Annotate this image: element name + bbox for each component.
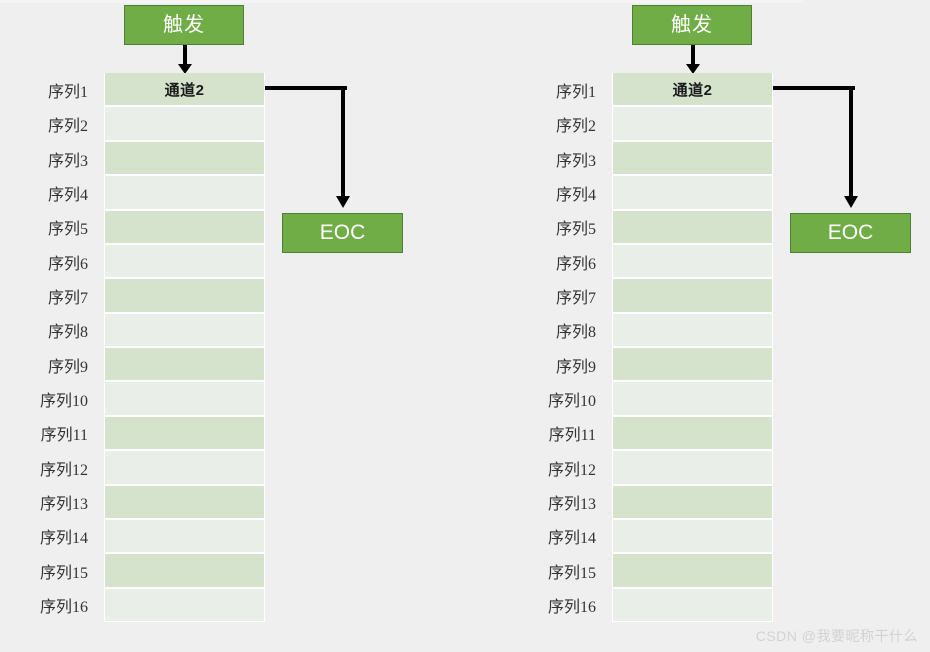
table-row <box>105 416 264 450</box>
table-row: 通道2 <box>613 73 772 106</box>
table-row <box>613 382 772 415</box>
table-row <box>105 176 264 209</box>
sequence-label: 序列8 <box>555 324 596 342</box>
sequence-label: 序列13 <box>39 495 88 513</box>
trigger-box[interactable]: 触发 <box>124 5 244 45</box>
table-row <box>105 451 264 484</box>
sequence-label: 序列7 <box>555 290 596 308</box>
trigger-box[interactable]: 触发 <box>632 5 752 45</box>
table-row <box>613 107 772 140</box>
table-row <box>105 210 264 243</box>
table-row <box>105 382 264 415</box>
adc-sequence-panel-right: 触发 序列1 序列2 序列3 序列4 序列5 序列6 序列7 序列8 序列9 序… <box>508 0 930 652</box>
table-row <box>613 176 772 209</box>
table-row <box>613 141 772 175</box>
sequence-label: 序列2 <box>555 118 596 136</box>
sequence-label: 序列1 <box>555 84 596 102</box>
sequence-label: 序列11 <box>548 427 596 445</box>
table-row <box>105 244 264 278</box>
sequence-label: 序列3 <box>47 152 88 170</box>
sequence-label: 序列12 <box>39 461 88 479</box>
top-edge-band <box>0 0 804 3</box>
table-row <box>105 519 264 553</box>
channel-to-eoc-connector-vertical <box>341 86 345 198</box>
table-row <box>613 279 772 312</box>
sequence-label: 序列7 <box>47 290 88 308</box>
table-row <box>105 279 264 312</box>
table-row <box>105 554 264 587</box>
sequence-label: 序列4 <box>555 187 596 205</box>
channel-to-eoc-connector-vertical <box>849 86 853 198</box>
channel-to-eoc-arrow-head-icon <box>844 196 858 208</box>
sequence-label: 序列5 <box>555 221 596 239</box>
sequence-label: 序列14 <box>547 530 596 548</box>
table-row <box>613 554 772 587</box>
eoc-box[interactable]: EOC <box>790 213 911 253</box>
table-row <box>105 348 264 381</box>
table-row <box>613 348 772 381</box>
trigger-to-channel-arrow-stem <box>183 45 187 67</box>
table-row <box>105 107 264 140</box>
trigger-to-channel-arrow-head-icon <box>178 64 192 74</box>
sequence-label: 序列10 <box>39 392 88 410</box>
table-row <box>613 416 772 450</box>
sequence-label: 序列12 <box>547 461 596 479</box>
sequence-label: 序列2 <box>47 118 88 136</box>
channel-to-eoc-connector-horizontal <box>773 86 855 90</box>
table-row <box>613 588 772 621</box>
table-row <box>105 313 264 346</box>
trigger-to-channel-arrow-stem <box>691 45 695 67</box>
sequence-label: 序列13 <box>547 495 596 513</box>
sequence-table: 通道2 <box>612 73 773 622</box>
sequence-label: 序列16 <box>547 598 596 616</box>
sequence-table: 通道2 <box>104 73 265 622</box>
table-row <box>613 313 772 346</box>
table-row <box>613 451 772 484</box>
table-row <box>105 141 264 175</box>
table-row: 通道2 <box>105 73 264 106</box>
sequence-label: 序列15 <box>547 564 596 582</box>
sequence-label: 序列9 <box>47 358 88 376</box>
sequence-label-column: 序列1 序列2 序列3 序列4 序列5 序列6 序列7 序列8 序列9 序列10… <box>0 73 88 622</box>
sequence-label: 序列11 <box>40 427 88 445</box>
sequence-label: 序列8 <box>47 324 88 342</box>
eoc-box[interactable]: EOC <box>282 213 403 253</box>
sequence-label: 序列16 <box>39 598 88 616</box>
watermark: CSDN @我要昵称干什么 <box>755 628 918 644</box>
channel-cell-label: 通道2 <box>672 81 713 99</box>
table-row <box>105 588 264 621</box>
table-row <box>613 485 772 518</box>
table-row <box>613 244 772 278</box>
channel-to-eoc-arrow-head-icon <box>336 196 350 208</box>
trigger-to-channel-arrow-head-icon <box>686 64 700 74</box>
table-row <box>613 519 772 553</box>
channel-to-eoc-connector-horizontal <box>265 86 347 90</box>
table-row <box>105 485 264 518</box>
sequence-label: 序列6 <box>47 255 88 273</box>
sequence-label: 序列15 <box>39 564 88 582</box>
table-row <box>613 210 772 243</box>
adc-sequence-panel-left: 触发 序列1 序列2 序列3 序列4 序列5 序列6 序列7 序列8 序列9 序… <box>0 5 403 622</box>
sequence-label: 序列9 <box>555 358 596 376</box>
sequence-label: 序列6 <box>555 255 596 273</box>
sequence-label: 序列3 <box>555 152 596 170</box>
channel-cell-label: 通道2 <box>164 81 205 99</box>
sequence-label: 序列10 <box>547 392 596 410</box>
sequence-label: 序列1 <box>47 84 88 102</box>
sequence-label: 序列5 <box>47 221 88 239</box>
sequence-label-column: 序列1 序列2 序列3 序列4 序列5 序列6 序列7 序列8 序列9 序列10… <box>508 73 596 622</box>
sequence-label: 序列14 <box>39 530 88 548</box>
sequence-label: 序列4 <box>47 187 88 205</box>
